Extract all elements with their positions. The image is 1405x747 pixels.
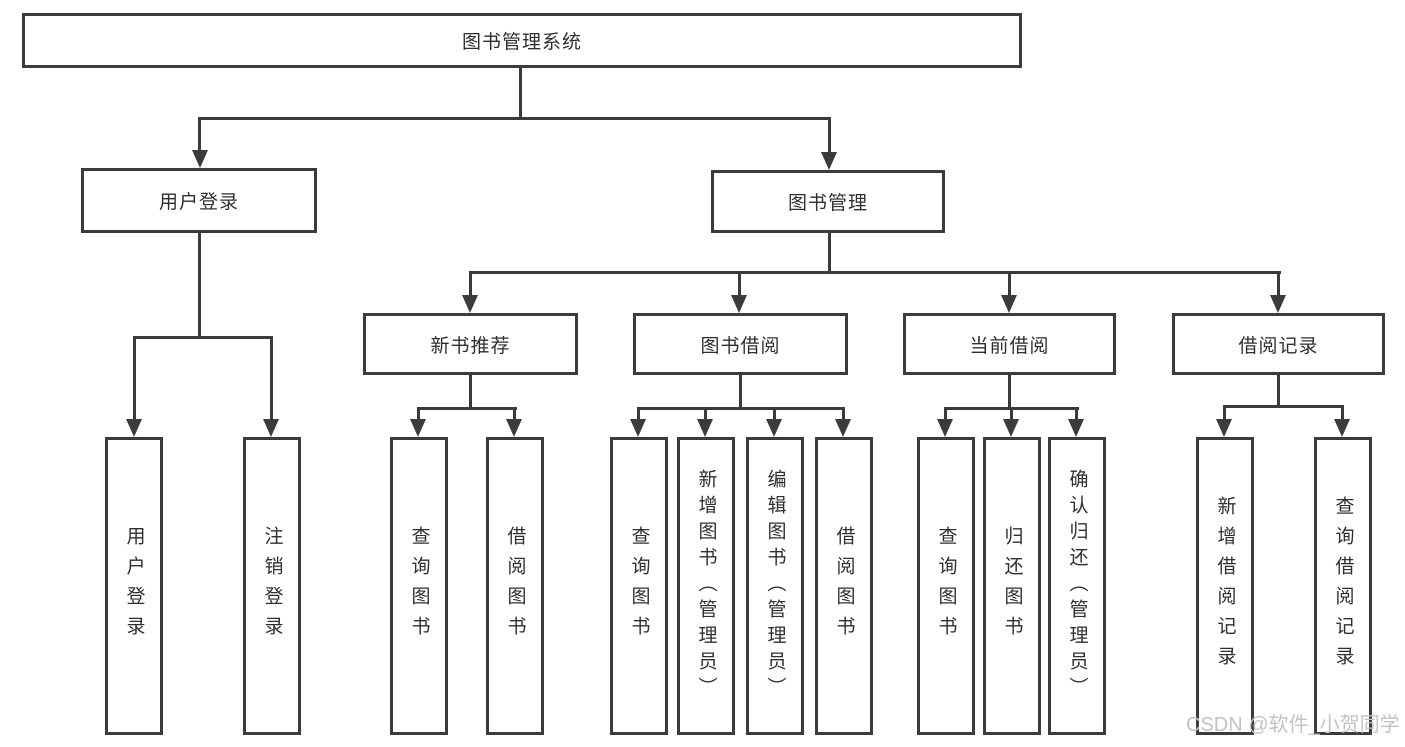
arrow-down-icon: [821, 152, 837, 170]
arrow-down-icon: [506, 419, 522, 437]
node-book-management-label: 图书管理: [787, 193, 868, 214]
leaf-query-book-1-label: 查询图书: [408, 526, 430, 646]
connector: [198, 230, 201, 336]
watermark: CSDN @软件_小贺同学: [1186, 714, 1400, 736]
node-book-management: 图书管理: [711, 170, 945, 233]
arrow-down-icon: [1270, 295, 1286, 313]
leaf-confirm-return-admin-label: 确认归还（管理员）: [1066, 469, 1088, 703]
arrow-down-icon: [697, 419, 713, 437]
leaf-edit-book-admin: 编辑图书（管理员）: [746, 437, 804, 735]
connector: [1277, 373, 1280, 407]
connector: [1277, 273, 1280, 296]
connector: [519, 65, 522, 118]
arrow-down-icon: [410, 419, 426, 437]
connector: [417, 407, 517, 410]
arrow-down-icon: [126, 419, 142, 437]
connector: [944, 409, 947, 420]
leaf-query-book-1: 查询图书: [390, 437, 448, 735]
arrow-down-icon: [462, 295, 478, 313]
leaf-logout: 注销登录: [243, 437, 301, 735]
connector: [133, 338, 136, 420]
arrow-down-icon: [192, 150, 208, 168]
arrow-down-icon: [731, 295, 747, 313]
leaf-query-book-3: 查询图书: [917, 437, 975, 735]
connector: [828, 119, 831, 154]
connector: [637, 407, 845, 410]
node-book-borrow-label: 图书借阅: [700, 335, 781, 357]
leaf-return-book: 归还图书: [983, 437, 1041, 735]
leaf-query-book-2: 查询图书: [610, 437, 668, 735]
leaf-query-borrow-record: 查询借阅记录: [1314, 437, 1372, 735]
arrow-down-icon: [630, 419, 646, 437]
connector: [469, 273, 472, 296]
connector: [637, 409, 640, 420]
connector: [828, 230, 831, 273]
leaf-confirm-return-admin: 确认归还（管理员）: [1048, 437, 1106, 735]
connector: [417, 409, 420, 420]
leaf-logout-label: 注销登录: [261, 526, 283, 646]
connector: [1341, 407, 1344, 420]
node-user-login: 用户登录: [81, 168, 317, 233]
leaf-borrow-book-1-label: 借阅图书: [504, 526, 526, 646]
connector: [704, 409, 707, 420]
leaf-add-borrow-record-label: 新增借阅记录: [1214, 496, 1236, 676]
leaf-add-borrow-record: 新增借阅记录: [1196, 437, 1254, 735]
connector: [1223, 405, 1344, 408]
leaf-user-login: 用户登录: [105, 437, 163, 735]
leaf-edit-book-admin-label: 编辑图书（管理员）: [764, 469, 786, 703]
node-user-login-label: 用户登录: [158, 192, 239, 213]
connector: [133, 336, 273, 339]
arrow-down-icon: [1068, 419, 1084, 437]
leaf-borrow-book-2: 借阅图书: [815, 437, 873, 735]
arrow-down-icon: [937, 419, 953, 437]
connector: [270, 338, 273, 420]
connector: [1075, 409, 1078, 420]
leaf-add-book-admin-label: 新增图书（管理员）: [695, 469, 717, 703]
connector: [1008, 373, 1011, 408]
arrow-down-icon: [766, 419, 782, 437]
leaf-borrow-book-2-label: 借阅图书: [833, 526, 855, 646]
leaf-query-book-2-label: 查询图书: [628, 526, 650, 646]
node-current-borrow: 当前借阅: [903, 313, 1116, 375]
leaf-query-book-3-label: 查询图书: [935, 526, 957, 646]
connector: [773, 409, 776, 420]
arrow-down-icon: [1001, 295, 1017, 313]
connector: [469, 373, 472, 408]
arrow-down-icon: [1334, 419, 1350, 437]
node-borrow-record: 借阅记录: [1172, 313, 1385, 375]
node-new-book-recommend: 新书推荐: [363, 313, 578, 375]
node-root: 图书管理系统: [22, 13, 1022, 68]
leaf-user-login-label: 用户登录: [123, 526, 145, 646]
connector: [469, 271, 1281, 274]
node-current-borrow-label: 当前借阅: [969, 335, 1050, 357]
leaf-borrow-book-1: 借阅图书: [486, 437, 544, 735]
arrow-down-icon: [1216, 419, 1232, 437]
arrow-down-icon: [263, 419, 279, 437]
connector: [513, 409, 516, 420]
node-new-book-recommend-label: 新书推荐: [430, 335, 511, 357]
connector: [198, 119, 201, 153]
connector: [842, 409, 845, 420]
node-root-label: 图书管理系统: [461, 32, 582, 53]
connector: [738, 273, 741, 296]
connector: [1010, 409, 1013, 420]
leaf-query-borrow-record-label: 查询借阅记录: [1332, 496, 1354, 676]
connector: [1223, 407, 1226, 420]
connector: [1008, 273, 1011, 296]
arrow-down-icon: [835, 419, 851, 437]
node-borrow-record-label: 借阅记录: [1238, 335, 1319, 357]
node-book-borrow: 图书借阅: [633, 313, 848, 375]
arrow-down-icon: [1003, 419, 1019, 437]
connector: [944, 407, 1079, 410]
leaf-add-book-admin: 新增图书（管理员）: [677, 437, 735, 735]
leaf-return-book-label: 归还图书: [1001, 526, 1023, 646]
connector: [198, 117, 831, 120]
connector: [739, 373, 742, 408]
